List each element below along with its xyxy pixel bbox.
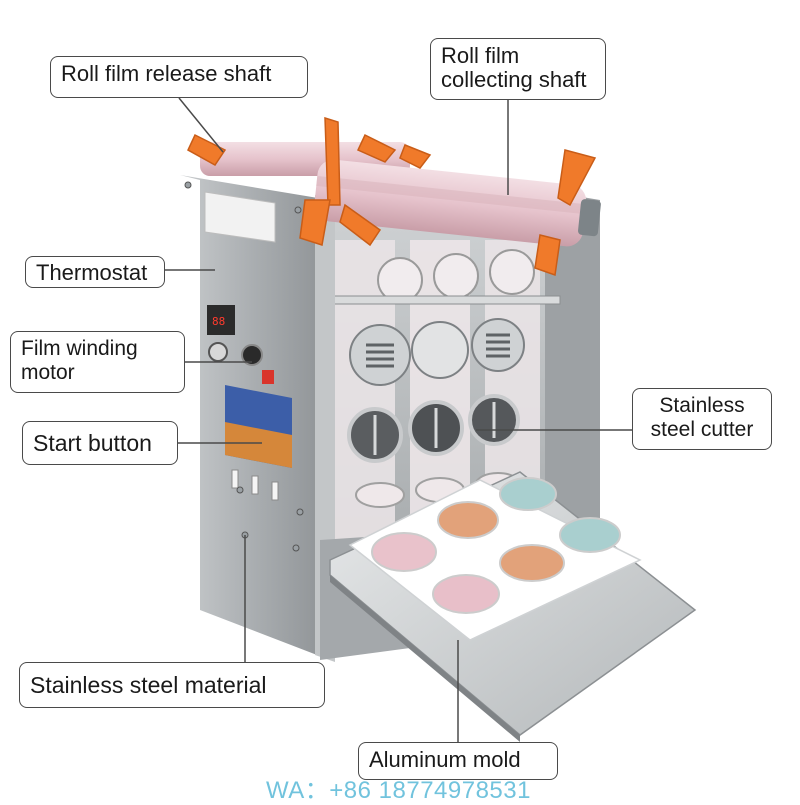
screws: [184, 181, 304, 552]
film-circles-top: [377, 249, 535, 303]
cups: [371, 477, 621, 614]
guide-rod: [329, 295, 561, 305]
start-button-red: [262, 370, 274, 384]
film-winding-motor-label: Film winding motor: [10, 331, 185, 393]
thermostat-display: [207, 305, 235, 335]
motor-switch: [241, 344, 263, 366]
tray-front-edge: [330, 575, 520, 742]
vent-circles: [349, 318, 525, 386]
nameplate: [204, 191, 276, 243]
thermostat-label: Thermostat: [25, 256, 165, 288]
cutter-row: [347, 394, 520, 463]
stainless-steel-cutter-label: Stainless steel cutter: [632, 388, 772, 450]
svg-text:88: 88: [212, 315, 225, 328]
side-slots: [231, 469, 279, 501]
start-button-label: Start button: [22, 421, 178, 465]
aluminum-mold-plate: [348, 479, 642, 641]
leader-lines: [165, 97, 632, 742]
roll-film-release-shaft-label: Roll film release shaft: [50, 56, 308, 98]
stainless-steel-material-label: Stainless steel material: [19, 662, 325, 708]
front-roller: [314, 159, 601, 247]
aluminum-mold-label: Aluminum mold: [358, 742, 558, 780]
thermostat-knob: [208, 342, 228, 362]
orange-handles: [187, 116, 597, 277]
control-panel: 88: [207, 305, 292, 468]
roll-film-collecting-shaft-label: Roll film collecting shaft: [430, 38, 606, 100]
